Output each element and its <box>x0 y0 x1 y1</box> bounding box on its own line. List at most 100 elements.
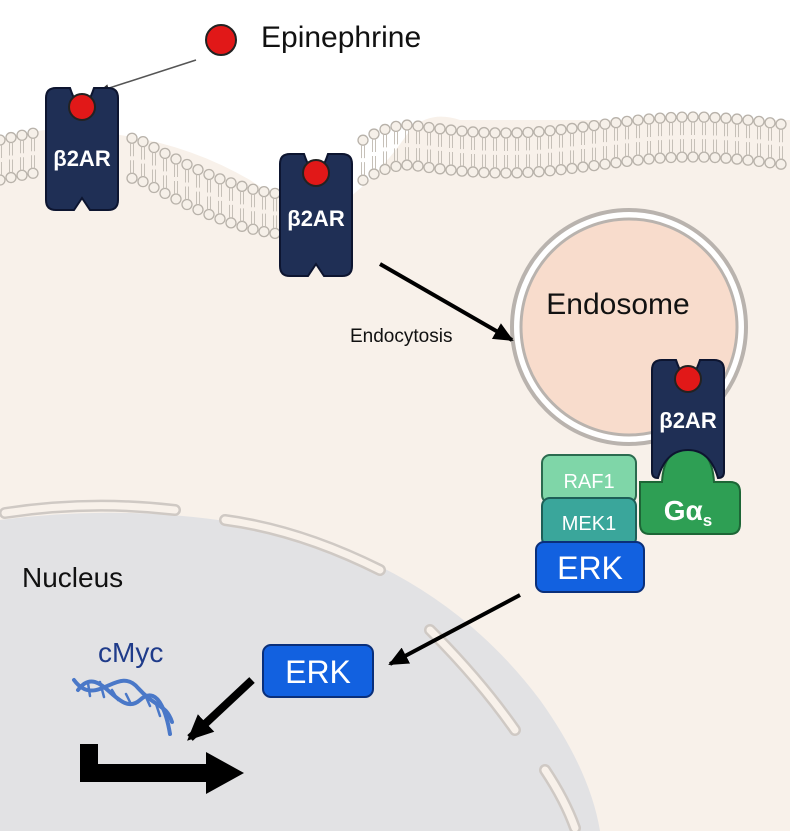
lipid-head <box>357 134 369 146</box>
galpha-label: Gαs <box>664 495 712 530</box>
lipid-head <box>566 122 578 135</box>
lipid-head <box>258 225 270 238</box>
lipid-head <box>511 127 523 139</box>
lipid-head <box>214 173 226 185</box>
lipid-head <box>511 167 523 179</box>
lipid-head <box>390 120 402 133</box>
lipid-head <box>698 111 710 123</box>
lipid-head <box>456 165 468 177</box>
lipid-head <box>27 167 39 179</box>
lipid-head <box>533 166 545 178</box>
lipid-head <box>456 125 468 137</box>
lipid-head <box>654 152 666 164</box>
lipid-head <box>599 118 611 130</box>
lipid-head <box>192 204 204 216</box>
lipid-head <box>588 159 600 172</box>
lipid-head <box>379 163 391 176</box>
lipid-head <box>489 167 501 179</box>
lipid-head <box>368 128 380 140</box>
lipid-head <box>170 153 182 165</box>
lipid-head <box>412 160 424 172</box>
epinephrine-label: Epinephrine <box>261 21 421 54</box>
lipid-head <box>159 147 171 160</box>
lipid-head <box>775 118 787 130</box>
lipid-head <box>467 126 479 138</box>
lipid-head <box>654 112 666 124</box>
lipid-head <box>665 111 677 124</box>
lipid-head <box>368 168 380 180</box>
lipid-head <box>687 151 699 163</box>
lipid-head <box>698 151 710 163</box>
lipid-head <box>0 134 6 146</box>
lipid-head <box>423 161 435 174</box>
lipid-head <box>522 126 534 139</box>
transcription-start-arrow-icon <box>80 744 244 794</box>
lipid-head <box>753 155 765 168</box>
lipid-head <box>390 160 402 173</box>
lipid-head <box>599 158 611 170</box>
lipid-head <box>269 227 281 240</box>
lipid-head <box>742 154 754 166</box>
raf1-box: RAF1 <box>541 454 637 504</box>
lipid-head <box>610 157 622 169</box>
lipid-head <box>445 124 457 136</box>
b2ar-receptor-internalizing: β2AR <box>279 153 353 277</box>
lipid-head <box>170 193 182 205</box>
lipid-head <box>225 217 237 229</box>
lipid-head <box>500 167 512 179</box>
b2ar-label-3: β2AR <box>659 408 717 433</box>
lipid-head <box>247 223 259 235</box>
lipid-head <box>214 213 226 225</box>
lipid-head <box>412 120 424 132</box>
lipid-head <box>478 166 490 179</box>
lipid-head <box>544 165 556 177</box>
lipid-head <box>731 113 743 125</box>
lipid-head <box>203 168 215 181</box>
lipid-head <box>148 141 160 154</box>
lipid-head <box>27 127 39 139</box>
lipid-head <box>445 164 457 176</box>
nucleus-label: Nucleus <box>22 562 123 593</box>
mek1-label: MEK1 <box>562 513 616 535</box>
lipid-head <box>500 127 512 139</box>
erk-box-nuclear: ERK <box>262 644 374 698</box>
lipid-head <box>16 129 28 141</box>
lipid-head <box>775 158 787 170</box>
lipid-head <box>665 151 677 164</box>
ligand-binding-arrow <box>99 59 197 93</box>
lipid-head <box>687 111 699 123</box>
lipid-head <box>544 125 556 137</box>
transcription-activation-arrow <box>187 677 255 741</box>
lipid-head <box>566 162 578 175</box>
lipid-head <box>148 181 160 194</box>
lipid-head <box>643 113 655 125</box>
lipid-head <box>159 187 171 200</box>
lipid-head <box>731 153 743 165</box>
mek1-box: MEK1 <box>541 497 637 547</box>
lipid-head <box>742 114 754 126</box>
erk-label-nuclear: ERK <box>285 654 351 690</box>
endocytosis-label: Endocytosis <box>350 326 452 347</box>
lipid-head <box>192 164 204 176</box>
lipid-head <box>764 157 776 169</box>
lipid-head <box>236 220 248 232</box>
lipid-head <box>467 166 479 178</box>
b2ar-receptor-endosome: β2AR <box>651 359 725 480</box>
epinephrine-ligand <box>205 24 237 56</box>
lipid-head <box>489 127 501 139</box>
erk-translocation-arrow <box>388 593 521 666</box>
lipid-head <box>478 126 490 139</box>
lipid-head <box>269 187 281 200</box>
lipid-head <box>434 123 446 135</box>
lipid-head <box>709 151 721 164</box>
cmyc-label: cMyc <box>98 637 163 668</box>
lipid-head <box>236 180 248 192</box>
raf1-label: RAF1 <box>563 471 614 493</box>
lipid-head <box>126 172 138 184</box>
lipid-head <box>676 151 688 163</box>
lipid-head <box>357 174 369 186</box>
endosome-label: Endosome <box>546 288 689 321</box>
lipid-head <box>555 164 567 176</box>
lipid-head <box>203 208 215 221</box>
